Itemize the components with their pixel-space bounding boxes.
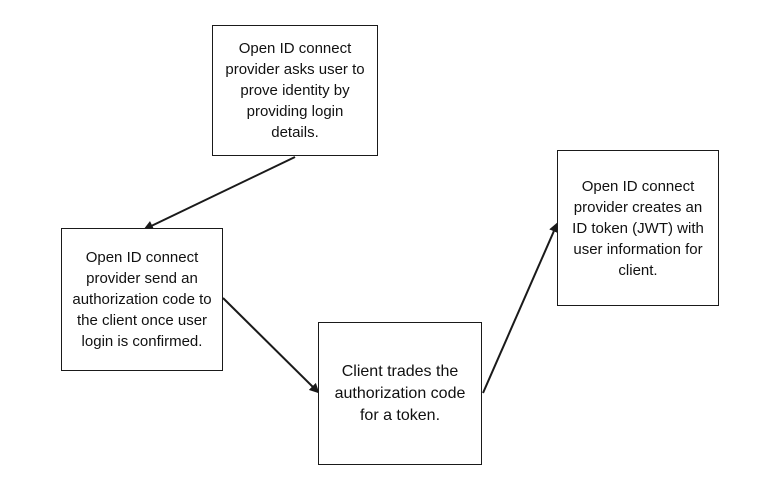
step-text-trade-code: Client trades the authorization code for… (334, 362, 466, 424)
step-box-create-id-token: Open ID connect provider creates an ID t… (557, 150, 719, 306)
step-box-trade-code: Client trades the authorization code for… (318, 322, 482, 465)
step-text-send-auth-code: Open ID connect provider send an authori… (72, 249, 212, 350)
step-box-provider-login: Open ID connect provider asks user to pr… (212, 25, 378, 156)
step-text-provider-login: Open ID connect provider asks user to pr… (225, 40, 365, 141)
step-box-send-auth-code: Open ID connect provider send an authori… (61, 228, 223, 371)
arrow-step3-to-step4 (482, 222, 559, 394)
arrow-step1-to-step2 (143, 156, 296, 231)
step-text-create-id-token: Open ID connect provider creates an ID t… (572, 177, 704, 279)
arrow-step2-to-step3 (222, 297, 320, 394)
